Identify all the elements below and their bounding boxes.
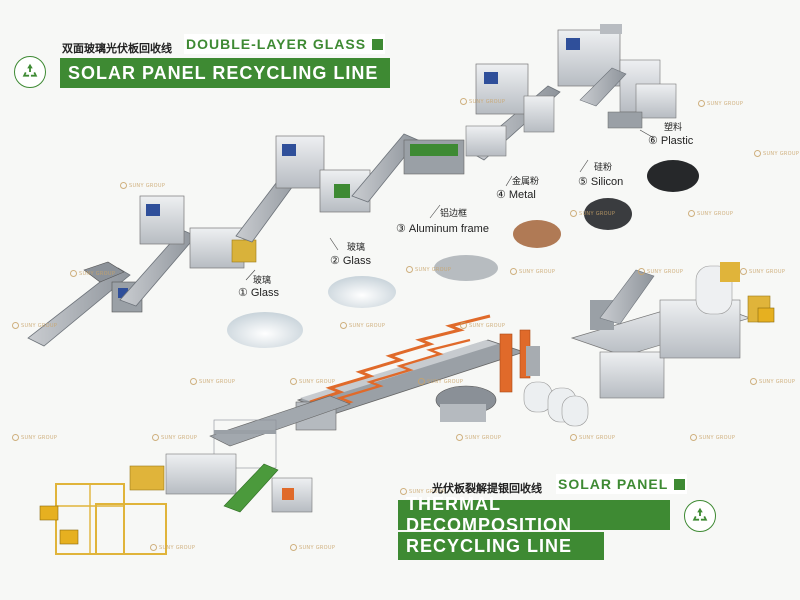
watermark: SUNY GROUP xyxy=(406,266,451,273)
watermark: SUNY GROUP xyxy=(12,434,57,441)
bottom-title-tag: SOLAR PANEL xyxy=(556,474,688,494)
product-piles xyxy=(227,160,699,348)
forklift xyxy=(757,307,775,323)
watermark: SUNY GROUP xyxy=(340,322,385,329)
bottom-title-tag-text: SOLAR PANEL xyxy=(558,476,669,492)
tag-square xyxy=(674,478,686,490)
lower-recycling-line xyxy=(39,262,775,555)
glass-pile-1 xyxy=(227,312,303,348)
watermark: SUNY GROUP xyxy=(750,378,795,385)
watermark: SUNY GROUP xyxy=(150,544,195,551)
plastic-pile xyxy=(647,160,699,192)
product-6-cn: 塑料 xyxy=(664,123,683,133)
forklift xyxy=(59,529,79,545)
crusher-unit-3 xyxy=(475,63,529,115)
product-4-cn: 金属粉 xyxy=(512,177,540,187)
watermark: SUNY GROUP xyxy=(152,434,197,441)
crusher-unit-1 xyxy=(139,195,185,245)
watermark: SUNY GROUP xyxy=(698,100,743,107)
tag-square xyxy=(372,38,384,50)
aluminum-pile xyxy=(434,255,498,281)
watermark: SUNY GROUP xyxy=(120,182,165,189)
product-3-cn: 铝边框 xyxy=(440,209,468,219)
leader-lines xyxy=(245,129,655,281)
top-title-tag-text: DOUBLE-LAYER GLASS xyxy=(186,36,367,52)
upper-recycling-line xyxy=(27,24,677,347)
forklift xyxy=(39,505,59,521)
watermark: SUNY GROUP xyxy=(456,434,501,441)
metal-pile xyxy=(513,220,561,248)
watermark: SUNY GROUP xyxy=(70,270,115,277)
watermark: SUNY GROUP xyxy=(690,434,735,441)
watermark: SUNY GROUP xyxy=(190,378,235,385)
watermark: SUNY GROUP xyxy=(638,268,683,275)
bottom-title-cn: 光伏板裂解提银回收线 xyxy=(432,482,542,495)
bottom-title-line2: RECYCLING LINE xyxy=(398,532,604,560)
bottom-title-line1: THERMAL DECOMPOSITION xyxy=(398,494,670,535)
watermark: SUNY GROUP xyxy=(400,488,445,495)
watermark: SUNY GROUP xyxy=(570,210,615,217)
watermark: SUNY GROUP xyxy=(290,544,335,551)
watermark: SUNY GROUP xyxy=(510,268,555,275)
watermark: SUNY GROUP xyxy=(740,268,785,275)
watermark: SUNY GROUP xyxy=(460,322,505,329)
glass-pile-2 xyxy=(328,276,396,308)
top-title-banner: SOLAR PANEL RECYCLING LINE xyxy=(60,58,390,88)
watermark: SUNY GROUP xyxy=(460,98,505,105)
product-2-cn: 玻璃 xyxy=(347,243,366,253)
crusher-unit-2 xyxy=(275,135,325,189)
watermark: SUNY GROUP xyxy=(12,322,57,329)
watermark: SUNY GROUP xyxy=(754,150,799,157)
recycle-icon xyxy=(14,56,46,88)
top-title-cn: 双面玻璃光伏板回收线 xyxy=(62,42,172,55)
product-1-cn: 玻璃 xyxy=(253,276,272,286)
watermark: SUNY GROUP xyxy=(688,210,733,217)
top-title-tag: DOUBLE-LAYER GLASS xyxy=(184,34,386,54)
watermark: SUNY GROUP xyxy=(418,378,463,385)
product-5-cn: 硅粉 xyxy=(594,163,613,173)
recycle-icon xyxy=(684,500,716,532)
watermark: SUNY GROUP xyxy=(570,434,615,441)
watermark: SUNY GROUP xyxy=(290,378,335,385)
